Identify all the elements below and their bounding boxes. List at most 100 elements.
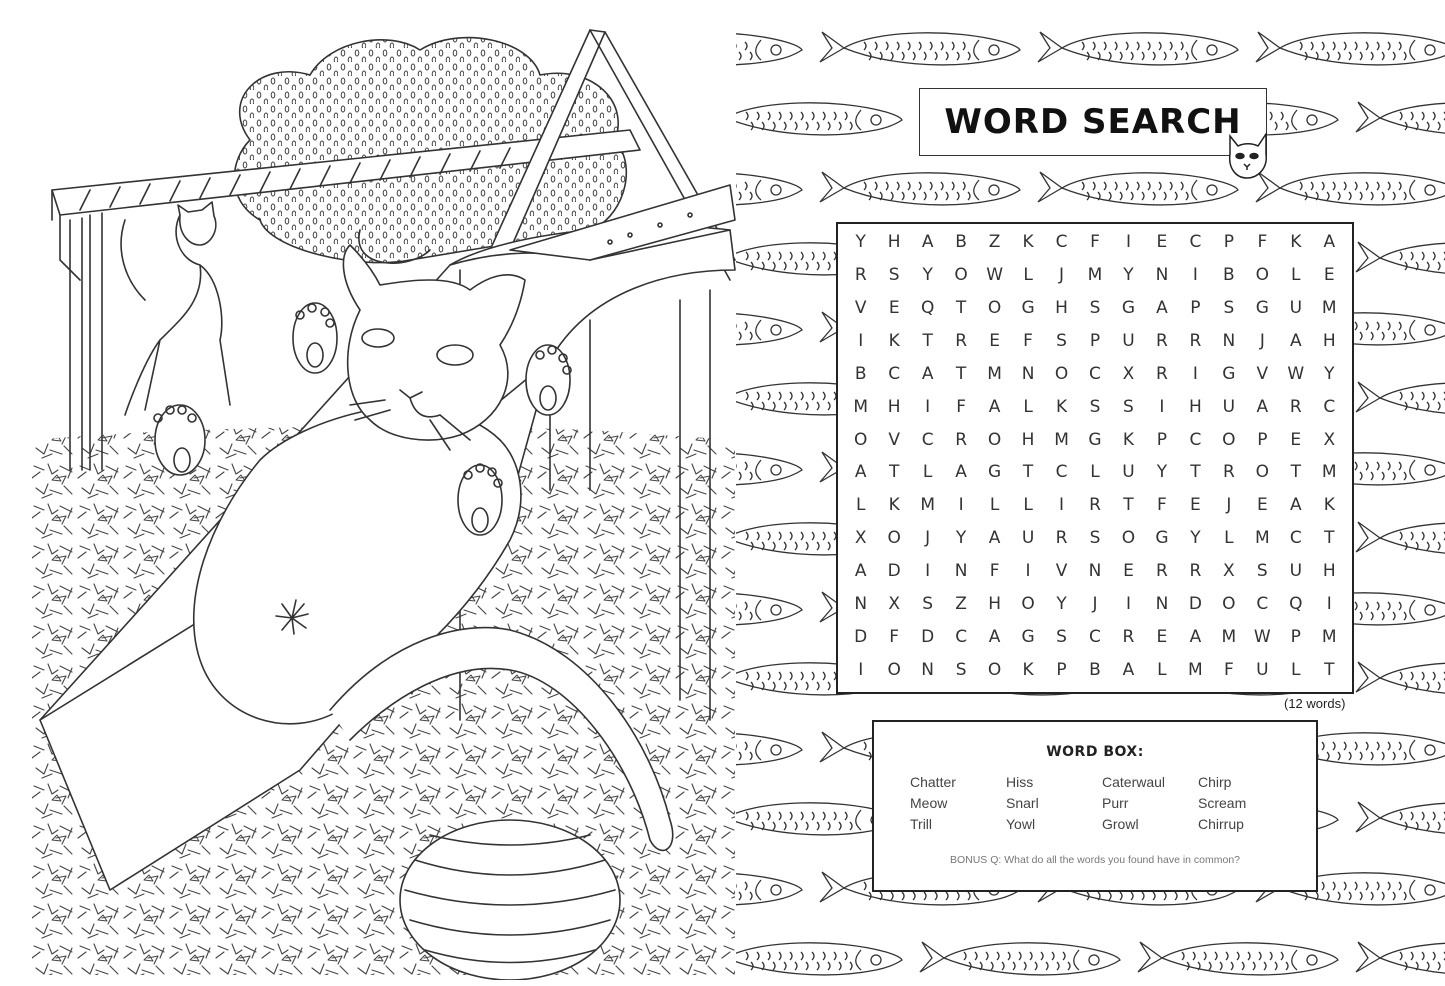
grid-letter[interactable]: K — [1122, 429, 1135, 450]
grid-letter[interactable]: A — [1122, 659, 1135, 680]
grid-letter[interactable]: K — [888, 330, 900, 351]
grid-letter[interactable]: J — [1092, 593, 1098, 614]
grid-letter[interactable]: M — [1087, 265, 1103, 286]
grid-letter[interactable]: C — [1189, 232, 1202, 253]
grid-letter[interactable]: X — [1122, 363, 1135, 384]
grid-letter[interactable]: R — [1289, 396, 1302, 417]
grid-letter[interactable]: R — [955, 330, 968, 351]
grid-letter[interactable]: H — [887, 396, 901, 417]
grid-letter[interactable]: R — [1189, 330, 1202, 351]
grid-letter[interactable]: I — [1025, 560, 1031, 581]
grid-letter[interactable]: U — [1222, 396, 1236, 417]
grid-letter[interactable]: R — [955, 429, 968, 450]
grid-letter[interactable]: I — [1192, 363, 1198, 384]
grid-letter[interactable]: S — [1089, 528, 1101, 549]
grid-letter[interactable]: M — [1188, 659, 1203, 680]
grid-letter[interactable]: T — [1022, 462, 1034, 483]
grid-letter[interactable]: W — [1287, 363, 1305, 384]
grid-letter[interactable]: I — [925, 396, 931, 417]
grid-letter[interactable]: E — [1123, 560, 1134, 581]
grid-letter[interactable]: G — [1088, 429, 1102, 450]
grid-letter[interactable]: N — [1155, 265, 1169, 286]
grid-letter[interactable]: Y — [1156, 462, 1168, 483]
grid-letter[interactable]: M — [1254, 528, 1270, 549]
grid-letter[interactable]: S — [1056, 626, 1067, 647]
grid-letter[interactable]: T — [888, 462, 900, 483]
grid-letter[interactable]: L — [855, 495, 866, 516]
grid-letter[interactable]: X — [1223, 560, 1235, 581]
grid-letter[interactable]: U — [1289, 560, 1303, 581]
grid-letter[interactable]: S — [1256, 560, 1268, 581]
grid-letter[interactable]: R — [1122, 626, 1135, 647]
grid-letter[interactable]: L — [1291, 659, 1301, 680]
grid-letter[interactable]: A — [1156, 298, 1168, 319]
grid-letter[interactable]: Z — [955, 593, 967, 614]
grid-letter[interactable]: Y — [922, 265, 933, 286]
grid-letter[interactable]: F — [956, 396, 967, 417]
grid-letter[interactable]: M — [920, 495, 935, 516]
grid-letter[interactable]: G — [1121, 298, 1136, 319]
grid-letter[interactable]: M — [1054, 429, 1069, 450]
grid-letter[interactable]: L — [1090, 462, 1100, 483]
grid-letter[interactable]: H — [988, 593, 1001, 614]
grid-letter[interactable]: F — [1223, 659, 1234, 680]
grid-letter[interactable]: A — [1189, 626, 1202, 647]
grid-letter[interactable]: O — [954, 265, 968, 286]
grid-letter[interactable]: K — [1323, 495, 1335, 516]
grid-letter[interactable]: Y — [1324, 363, 1335, 384]
grid-letter[interactable]: A — [1289, 330, 1302, 351]
grid-letter[interactable]: C — [888, 363, 901, 384]
grid-letter[interactable]: J — [1259, 330, 1265, 351]
grid-letter[interactable]: N — [1155, 593, 1169, 614]
grid-letter[interactable]: I — [858, 659, 864, 680]
grid-letter[interactable]: W — [986, 265, 1003, 286]
grid-letter[interactable]: W — [1253, 626, 1271, 647]
grid-letter[interactable]: M — [1321, 462, 1337, 483]
grid-letter[interactable]: G — [1222, 363, 1236, 384]
grid-letter[interactable]: C — [955, 626, 968, 647]
grid-letter[interactable]: F — [989, 560, 1000, 581]
grid-letter[interactable]: S — [1056, 330, 1067, 351]
grid-letter[interactable]: F — [1023, 330, 1033, 351]
grid-letter[interactable]: A — [921, 363, 934, 384]
grid-letter[interactable]: R — [854, 265, 867, 286]
grid-letter[interactable]: A — [988, 528, 1001, 549]
grid-letter[interactable]: T — [1290, 462, 1301, 483]
grid-letter[interactable]: P — [1223, 232, 1234, 253]
grid-letter[interactable]: T — [1324, 659, 1335, 680]
grid-letter[interactable]: J — [925, 528, 931, 549]
grid-letter[interactable]: O — [1255, 462, 1270, 483]
grid-letter[interactable]: B — [854, 363, 867, 384]
grid-letter[interactable]: S — [888, 265, 900, 286]
grid-letter[interactable]: S — [1089, 298, 1101, 319]
grid-letter[interactable]: E — [888, 298, 900, 319]
grid-letter[interactable]: T — [1324, 528, 1335, 549]
grid-letter[interactable]: O — [987, 429, 1002, 450]
grid-letter[interactable]: E — [1323, 265, 1335, 286]
grid-letter[interactable]: L — [1023, 396, 1033, 417]
grid-letter[interactable]: M — [1221, 626, 1237, 647]
grid-letter[interactable]: R — [1156, 330, 1168, 351]
grid-letter[interactable]: E — [1156, 626, 1168, 647]
grid-letter[interactable]: R — [1089, 495, 1101, 516]
grid-letter[interactable]: P — [1156, 429, 1168, 450]
grid-letter[interactable]: N — [1088, 560, 1102, 581]
grid-letter[interactable]: O — [1222, 593, 1236, 614]
grid-letter[interactable]: H — [1322, 560, 1336, 581]
grid-letter[interactable]: I — [1192, 265, 1198, 286]
grid-letter[interactable]: N — [1222, 330, 1236, 351]
grid-letter[interactable]: H — [1322, 330, 1336, 351]
grid-letter[interactable]: A — [955, 462, 967, 483]
grid-letter[interactable]: D — [921, 626, 935, 647]
grid-letter[interactable]: J — [1059, 265, 1065, 286]
grid-letter[interactable]: L — [1023, 265, 1033, 286]
grid-letter[interactable]: C — [1089, 626, 1101, 647]
grid-letter[interactable]: P — [1190, 298, 1201, 319]
grid-letter[interactable]: I — [925, 560, 931, 581]
grid-letter[interactable]: B — [1223, 265, 1235, 286]
grid-letter[interactable]: C — [1323, 396, 1336, 417]
grid-letter[interactable]: P — [1257, 429, 1268, 450]
grid-letter[interactable]: O — [854, 429, 868, 450]
grid-letter[interactable]: L — [989, 495, 1000, 516]
grid-letter[interactable]: E — [1290, 429, 1302, 450]
